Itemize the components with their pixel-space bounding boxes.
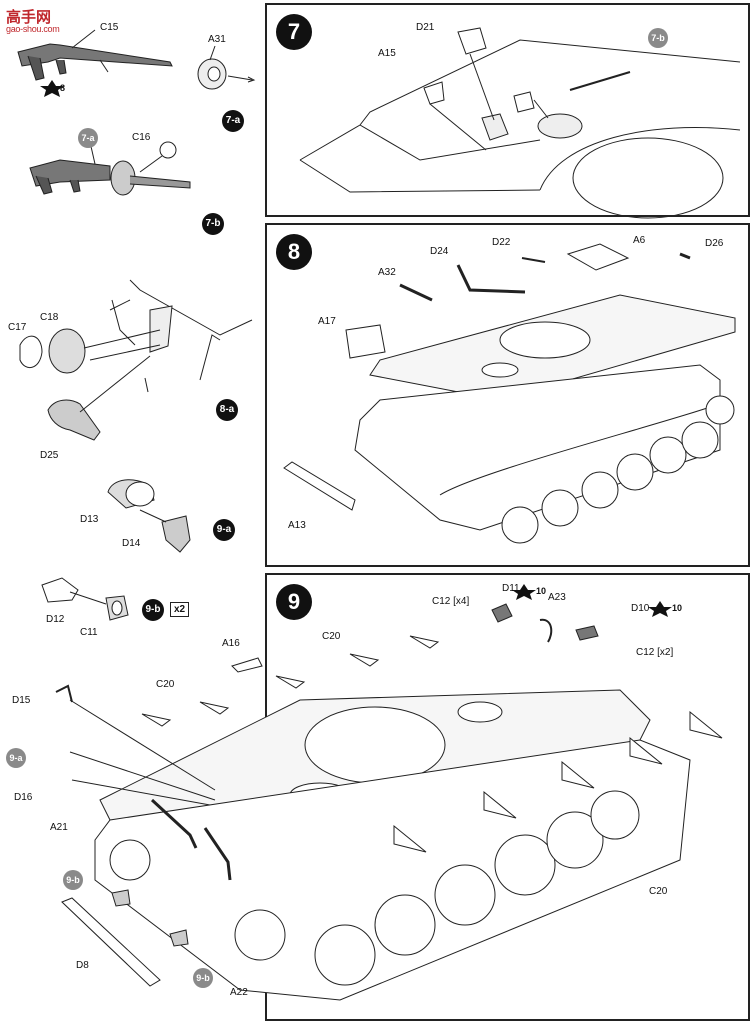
part-label-d11: D11	[502, 583, 520, 594]
part-label-a31: A31	[208, 34, 226, 45]
part-label-d14: D14	[122, 538, 141, 549]
part-label-a15: A15	[378, 48, 396, 59]
machine-gun-c15-drawing	[17, 29, 256, 90]
hull-hatch-8a-drawing	[19, 279, 253, 441]
star-ref-d10: 10	[672, 603, 683, 613]
part-label-c15: C15	[100, 22, 119, 33]
part-label-c12-x4: C12 [x4]	[432, 596, 470, 607]
ref-9b-badge-1: 9-b	[63, 870, 83, 890]
part-label-d10: D10	[631, 603, 650, 614]
watermark-logo: 高手网	[6, 9, 52, 26]
part-label-d8: D8	[76, 960, 89, 971]
part-label-a23: A23	[548, 592, 566, 603]
part-label-c12-x2: C12 [x2]	[636, 647, 674, 658]
subassembly-9a-badge: 9-a	[213, 519, 235, 541]
step-8-number: 8	[276, 234, 312, 270]
part-label-d26: D26	[705, 238, 724, 249]
step9-tank-drawing	[55, 603, 723, 1001]
star-ref-d11: 10	[536, 586, 547, 596]
cupola-9a-drawing	[107, 479, 191, 553]
part-label-c11: C11	[80, 627, 98, 638]
part-label-a17: A17	[318, 316, 336, 327]
step8-tank-drawing	[283, 243, 736, 544]
part-label-d22: D22	[492, 237, 511, 248]
part-label-c20-left: C20	[156, 679, 175, 690]
subassembly-7a-badge: 7-a	[222, 110, 244, 132]
periscope-9b-drawing	[41, 577, 129, 621]
step-9-number: 9	[276, 584, 312, 620]
part-label-d16: D16	[14, 792, 33, 803]
part-label-c17: C17	[8, 322, 27, 333]
watermark-url: gao-shou.com	[6, 24, 60, 34]
part-label-a16: A16	[222, 638, 240, 649]
quantity-box: x2	[170, 602, 190, 617]
part-label-a32: A32	[378, 267, 396, 278]
subassembly-8a-badge: 8-a	[216, 399, 238, 421]
part-label-d13: D13	[80, 514, 99, 525]
step7-hull-drawing	[299, 27, 741, 219]
part-label-c20-top: C20	[322, 631, 341, 642]
part-label-d12: D12	[46, 614, 65, 625]
subassembly-9b-badge: 9-b	[142, 599, 164, 621]
ref-7b-badge: 7-b	[648, 28, 668, 48]
part-label-d24: D24	[430, 246, 449, 257]
part-label-a21: A21	[50, 822, 68, 833]
part-label-d21: D21	[416, 22, 435, 33]
part-label-d15: D15	[12, 695, 31, 706]
machine-gun-c16-drawing	[29, 141, 191, 196]
part-label-c16: C16	[132, 132, 151, 143]
subassembly-7b-badge: 7-b	[202, 213, 224, 235]
ref-9b-badge-2: 9-b	[193, 968, 213, 988]
part-label-c18: C18	[40, 312, 59, 323]
step-7-number: 7	[276, 14, 312, 50]
part-label-a22: A22	[230, 987, 248, 998]
part-label-c20-right: C20	[649, 886, 668, 897]
part-label-a13: A13	[288, 520, 306, 531]
step-7-frame	[265, 3, 750, 217]
star-ref-c15: 8	[60, 83, 66, 93]
ref-9a-badge: 9-a	[6, 748, 26, 768]
part-label-a6: A6	[633, 235, 646, 246]
ref-7a-badge: 7-a	[78, 128, 98, 148]
part-label-d25: D25	[40, 450, 59, 461]
